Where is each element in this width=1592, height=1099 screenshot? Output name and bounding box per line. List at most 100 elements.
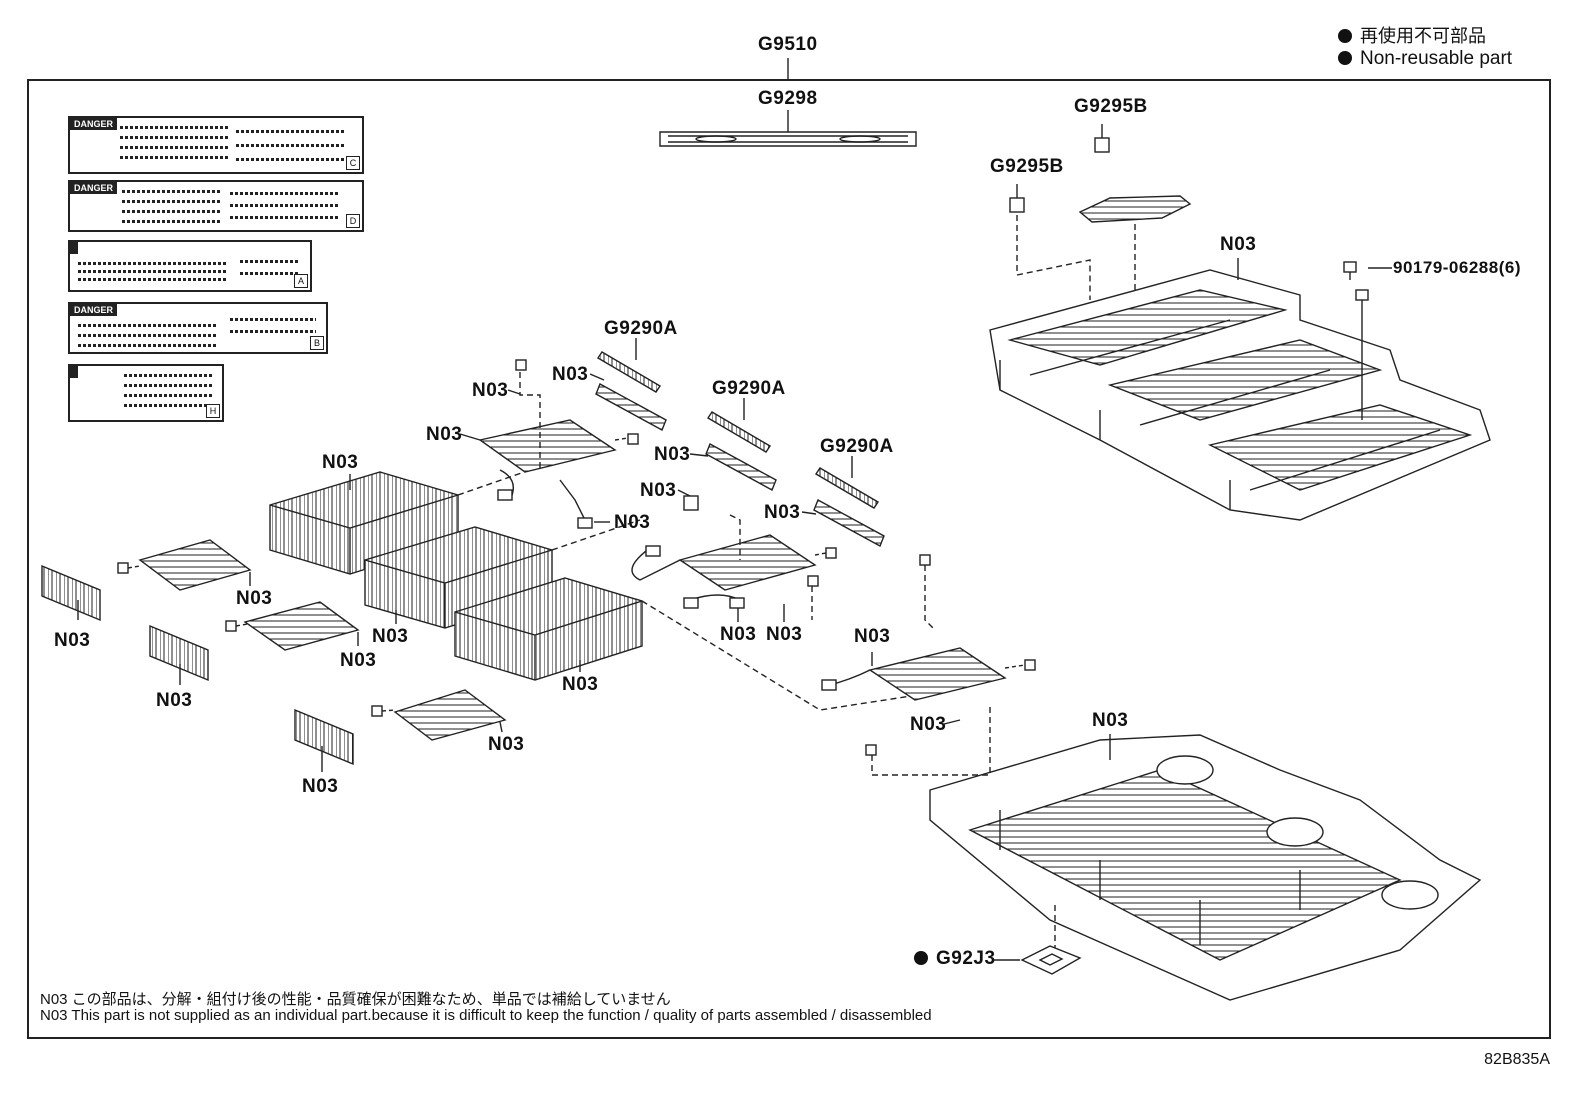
warning-label-header [70, 366, 78, 378]
legend-jp: 再使用不可部品 [1338, 22, 1486, 48]
warning-label-c: DANGER C [68, 116, 364, 174]
g9298-bracket-bar [659, 131, 917, 147]
label-n03: N03 [614, 512, 651, 533]
label-g9290a: G9290A [712, 378, 786, 399]
bus-bar-plate [138, 539, 252, 591]
legend-en: Non-reusable part [1338, 48, 1512, 70]
leader-line [499, 721, 503, 733]
label-n03: N03 [910, 714, 947, 735]
label-n03: N03 [766, 624, 803, 645]
nut-icon [1343, 261, 1357, 273]
nut-icon [865, 744, 877, 756]
warning-label-header: DANGER [70, 182, 118, 194]
g92j3-pad [1020, 945, 1082, 975]
label-n03: N03 [340, 650, 377, 671]
label-n03: N03 [1092, 710, 1129, 731]
warning-text-lines [124, 404, 214, 407]
g9290a-rod-2 [705, 398, 777, 491]
end-bracket [41, 564, 101, 622]
warning-text-lines [78, 334, 218, 337]
label-g92j3: G92J3 [914, 948, 996, 970]
bolt-icon [1355, 289, 1369, 301]
label-n03: N03 [372, 626, 409, 647]
label-n03: N03 [236, 588, 273, 609]
leader-line [459, 433, 481, 441]
warning-label-tag: C [346, 156, 360, 170]
leader-line [801, 511, 817, 515]
label-n03: N03 [764, 502, 801, 523]
label-g9298: G9298 [758, 88, 818, 109]
label-n03: N03 [654, 444, 691, 465]
warning-text-lines [78, 324, 218, 327]
label-n03: N03 [54, 630, 91, 651]
note-en: N03 This part is not supplied as an indi… [40, 1007, 932, 1024]
warning-text-lines [230, 192, 340, 195]
warning-text-lines [78, 262, 228, 265]
label-n03: N03 [562, 674, 599, 695]
label-n03: N03 [322, 452, 359, 473]
warning-label-header: DANGER [70, 304, 118, 316]
label-g9295b: G9295B [1074, 96, 1148, 117]
legend-jp-text: 再使用不可部品 [1360, 26, 1486, 46]
label-g9295b: G9295B [990, 156, 1064, 177]
lower-battery-tray [929, 734, 1482, 1001]
wire-harness [497, 469, 871, 691]
label-n03: N03 [488, 734, 525, 755]
label-bolt-90179-06288: 90179-06288(6) [1393, 258, 1521, 277]
label-g9510: G9510 [758, 34, 818, 55]
warning-label-d: DANGER D [68, 180, 364, 232]
diagram-code: 82B835A [1484, 1051, 1550, 1068]
warning-label-h: H [68, 364, 224, 422]
label-n03: N03 [720, 624, 757, 645]
nut-icon [919, 554, 931, 566]
g9295b-clip-mid [1009, 184, 1025, 213]
warning-text-lines [236, 130, 346, 133]
warning-text-lines [240, 260, 300, 263]
nut-icon [117, 562, 129, 574]
label-n03: N03 [640, 480, 677, 501]
warning-text-lines [236, 144, 346, 147]
warning-text-lines [230, 204, 340, 207]
label-n03: N03 [302, 776, 339, 797]
bus-bar-plate [868, 647, 1007, 701]
bus-bar-plate [478, 419, 617, 473]
warning-text-lines [120, 126, 230, 129]
warning-text-lines [120, 136, 230, 139]
warning-text-lines [124, 374, 214, 377]
warning-label-b: DANGER B [68, 302, 328, 354]
label-n03: N03 [426, 424, 463, 445]
warning-label-tag: B [310, 336, 324, 350]
end-bracket [294, 708, 354, 766]
battery-module-3 [454, 577, 643, 681]
warning-label-header: DANGER [70, 118, 118, 130]
warning-text-lines [122, 220, 222, 223]
warning-text-lines [240, 272, 300, 275]
warning-text-lines [230, 330, 316, 333]
non-reusable-dot-icon [1338, 51, 1352, 65]
nut-icon [515, 359, 527, 371]
warning-text-lines [230, 216, 340, 219]
non-reusable-dot-icon [1338, 29, 1352, 43]
leader-line [677, 489, 691, 497]
bus-bar-plate [243, 601, 360, 651]
bus-bar-plate [678, 534, 817, 591]
warning-label-a: A [68, 240, 312, 292]
leader-line [689, 453, 709, 457]
label-g9290a: G9290A [820, 436, 894, 457]
nut-icon [807, 575, 819, 587]
warning-text-lines [122, 190, 222, 193]
label-n03: N03 [1220, 234, 1257, 255]
leader-line [943, 719, 961, 725]
warning-text-lines [124, 384, 214, 387]
warning-label-tag: D [346, 214, 360, 228]
warning-text-lines [124, 394, 214, 397]
label-n03: N03 [552, 364, 589, 385]
g9290a-rod-3 [813, 456, 885, 547]
g9295b-clip-top [1094, 124, 1110, 153]
warning-label-tag: A [294, 274, 308, 288]
warning-label-header [70, 242, 78, 254]
warning-text-lines [236, 158, 346, 161]
label-g9290a: G9290A [604, 318, 678, 339]
warning-text-lines [122, 200, 222, 203]
warning-text-lines [120, 156, 230, 159]
